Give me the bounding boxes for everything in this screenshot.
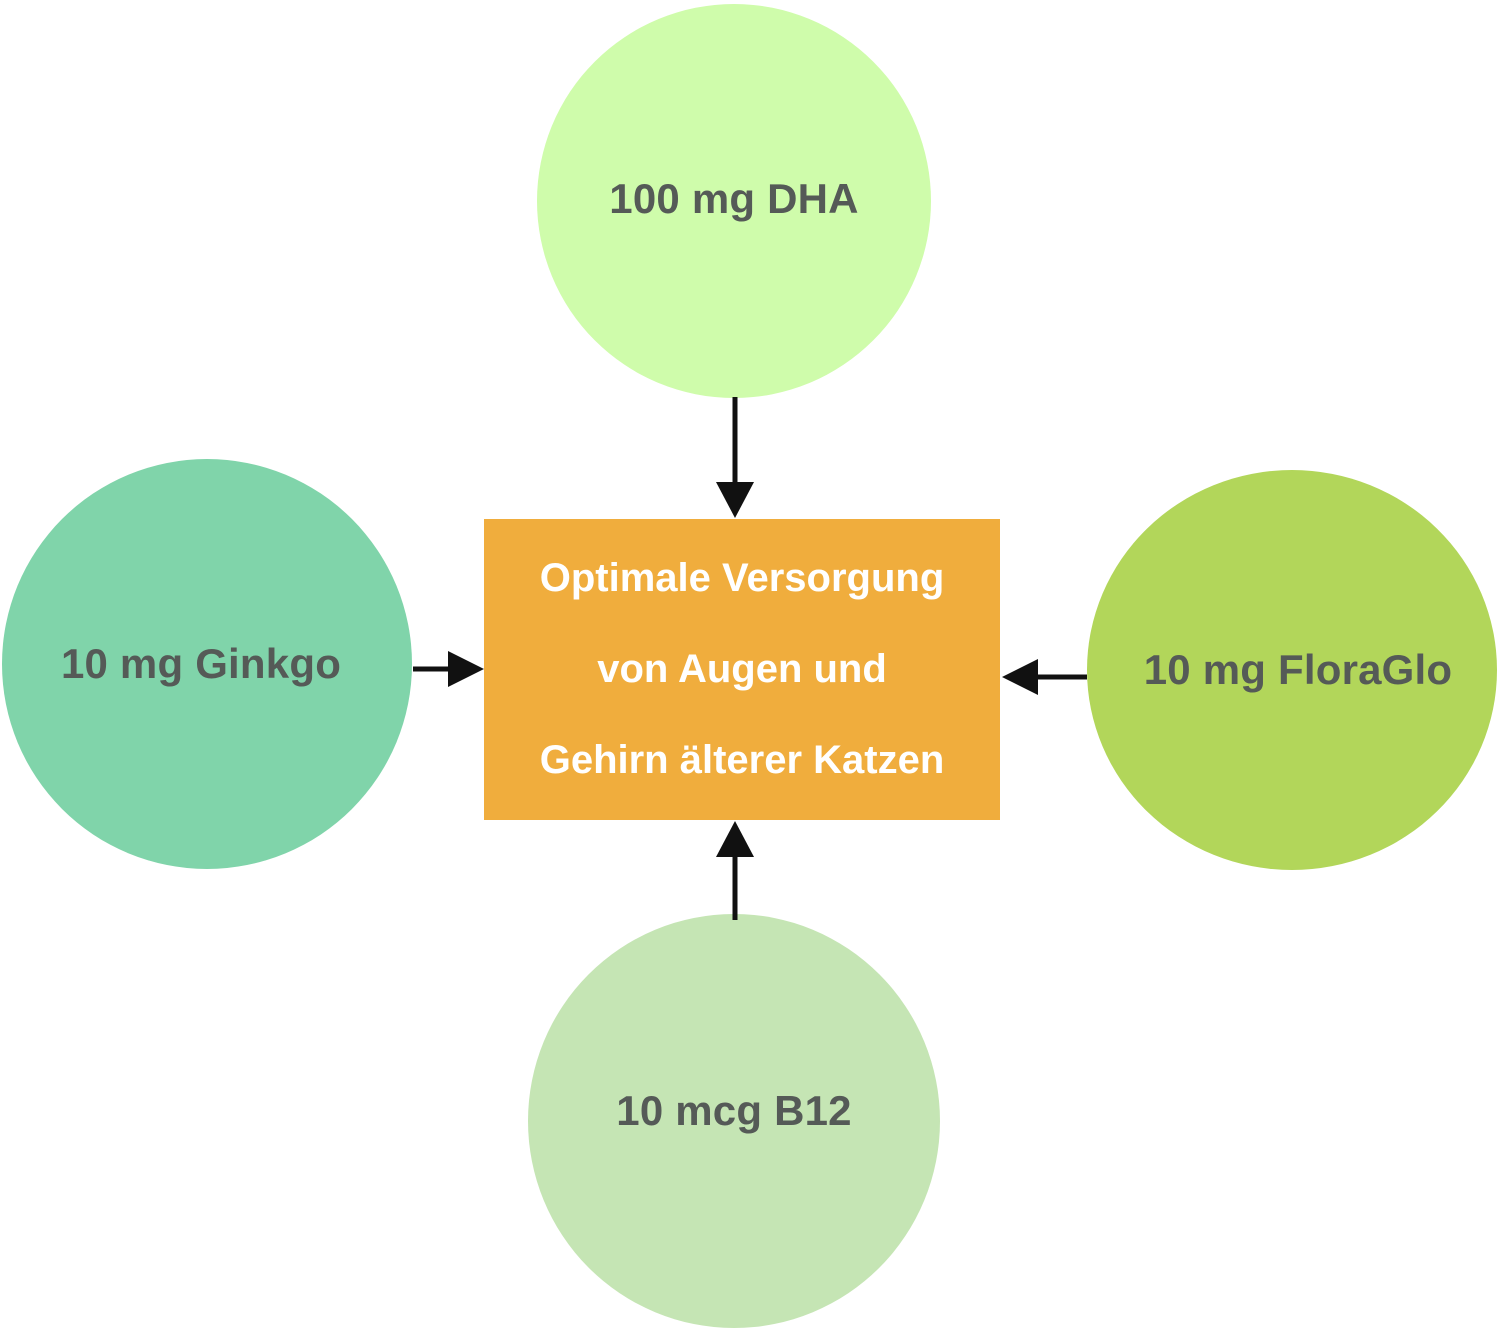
arrow-from-floraglo <box>1002 659 1087 695</box>
node-b12: 10 mcg B12 <box>528 914 940 1328</box>
center-line-3: Gehirn älterer Katzen <box>539 738 945 782</box>
arrow-from-dha <box>716 397 754 518</box>
node-dha: 100 mg DHA <box>537 4 931 398</box>
arrow-from-b12 <box>716 821 754 920</box>
center-line-2: von Augen und <box>597 647 887 691</box>
node-floraglo-label: 10 mg FloraGlo <box>1143 646 1453 693</box>
node-floraglo: 10 mg FloraGlo <box>1087 470 1497 870</box>
arrow-from-ginkgo <box>413 651 484 687</box>
node-dha-label: 100 mg DHA <box>609 175 859 222</box>
center-line-1: Optimale Versorgung <box>539 556 945 600</box>
node-b12-label: 10 mcg B12 <box>616 1087 852 1134</box>
node-ginkgo: 10 mg Ginkgo <box>2 459 412 869</box>
center-box: Optimale Versorgung von Augen und Gehirn… <box>484 519 1000 820</box>
node-ginkgo-label: 10 mg Ginkgo <box>60 640 342 687</box>
